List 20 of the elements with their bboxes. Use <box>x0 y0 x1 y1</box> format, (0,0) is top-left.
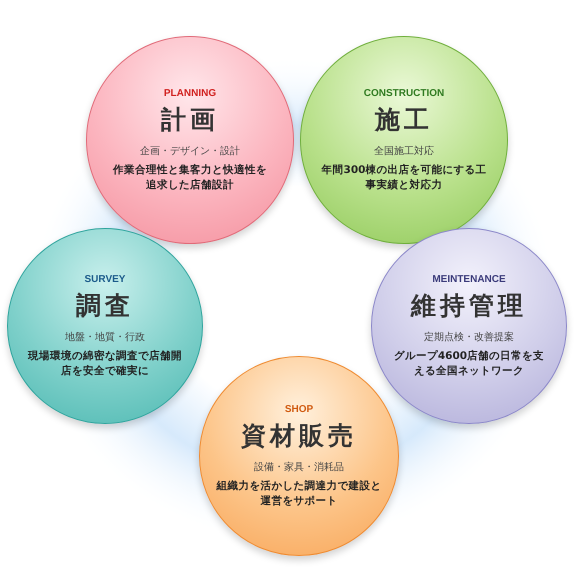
category-label: SURVEY <box>84 274 126 286</box>
service-subtitle: 定期点検・改善提案 <box>424 330 514 344</box>
service-title: 調査 <box>76 290 134 322</box>
service-subtitle: 企画・デザイン・設計 <box>140 144 240 158</box>
service-subtitle: 設備・家具・消耗品 <box>254 460 344 474</box>
service-description: グループ4600店舗の日常を支える全国ネットワーク <box>392 349 546 378</box>
category-label: CONSTRUCTION <box>364 88 444 100</box>
service-title: 資材販売 <box>241 420 357 452</box>
service-title: 維持管理 <box>411 290 527 322</box>
service-title: 計画 <box>161 104 219 136</box>
service-description: 組織力を活かした調達力で建設と運営をサポート <box>216 479 382 508</box>
service-description: 年間300棟の出店を可能にする工事実績と対応力 <box>322 163 486 192</box>
service-description: 作業合理性と集客力と快適性を追求した店舗設計 <box>112 163 268 192</box>
category-label: MEINTENANCE <box>432 274 506 286</box>
service-subtitle: 地盤・地質・行政 <box>65 330 145 344</box>
service-title: 施工 <box>375 104 433 136</box>
service-description: 現場環境の綿密な調査で店舗開店を安全で確実に <box>26 349 183 378</box>
category-label: PLANNING <box>164 88 216 100</box>
category-label: SHOP <box>284 404 314 416</box>
service-subtitle: 全国施工対応 <box>374 144 434 158</box>
